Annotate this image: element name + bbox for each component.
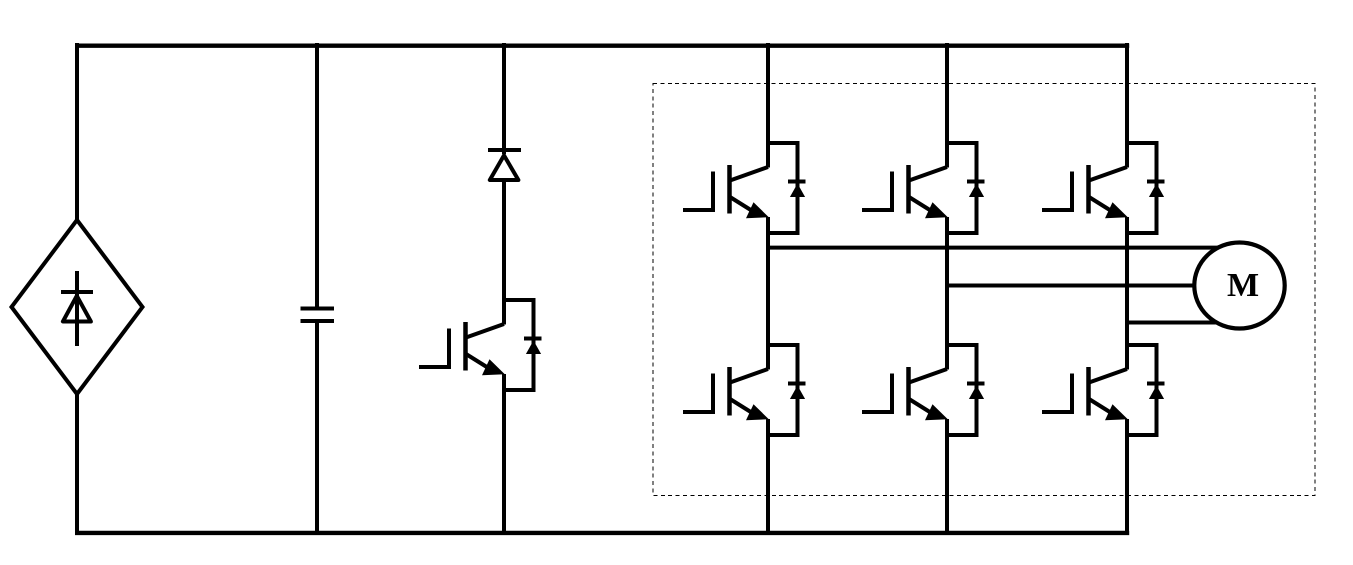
svg-text:M: M [1227, 267, 1259, 304]
